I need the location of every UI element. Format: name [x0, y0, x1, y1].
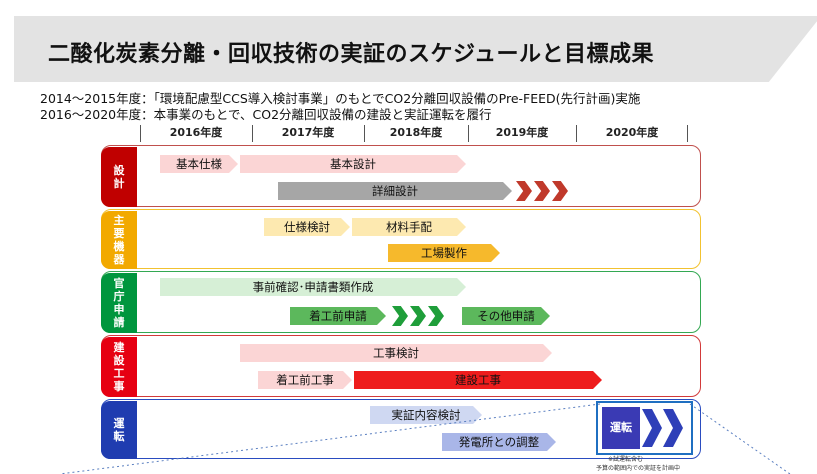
bar-factory-fabrication: 工場製作 — [388, 244, 500, 262]
title-band — [14, 16, 817, 82]
bar-material-order: 材料手配 — [352, 218, 466, 236]
trial-run-note: ※試運転含む — [608, 456, 644, 463]
row-label-construction: 建設工事 — [101, 336, 137, 397]
chevrons-permits — [392, 306, 446, 326]
year-header: 2016年度 2017年度 2018年度 2019年度 2020年度 — [140, 124, 688, 144]
page-title: 二酸化炭素分離・回収技術の実証のスケジュールと目標成果 — [48, 42, 654, 67]
year-2020: 2020年度 — [605, 126, 659, 139]
row-label-permits: 官庁申請 — [101, 272, 137, 333]
bar-other-applications: その他申請 — [462, 307, 550, 325]
description-line-1: 2014～2015年度：「環境配慮型CCS導入検討事業」のもとでCO2分離回収設… — [40, 91, 641, 106]
year-divider — [252, 125, 253, 142]
chevron-icon — [392, 306, 408, 326]
bar-demonstration-study: 実証内容検討 — [370, 406, 482, 424]
year-divider — [140, 125, 141, 142]
bar-construction-work: 建設工事 — [354, 371, 602, 389]
bar-basic-spec: 基本仕様 — [160, 155, 238, 173]
year-2018: 2018年度 — [389, 126, 443, 139]
row-label-equipment: 主要機器 — [101, 210, 137, 269]
bar-pre-construction-application: 着工前申請 — [290, 307, 386, 325]
row-label-design: 設計 — [101, 146, 137, 207]
year-divider — [364, 125, 365, 142]
bar-detail-design: 詳細設計 — [278, 182, 512, 200]
year-divider — [687, 125, 688, 142]
bar-prior-confirmation: 事前確認･申請書類作成 — [160, 278, 466, 296]
year-divider — [468, 125, 469, 142]
chevron-icon — [428, 306, 444, 326]
year-2017: 2017年度 — [281, 126, 335, 139]
chevrons-design — [516, 181, 570, 201]
operation-highlight-box: 運転 — [596, 401, 693, 455]
chevron-icon — [663, 409, 683, 447]
chevrons-operation — [642, 409, 684, 447]
chevron-icon — [552, 181, 568, 201]
bar-construction-study: 工事検討 — [240, 344, 552, 362]
budget-note: 予算の範囲内での実証を計画中 — [596, 465, 681, 472]
bar-power-plant-coordination: 発電所との調整 — [442, 433, 556, 451]
bar-spec-study: 仕様検討 — [264, 218, 350, 236]
operation-label: 運転 — [602, 407, 640, 449]
year-divider — [576, 125, 577, 142]
bar-pre-construction-work: 着工前工事 — [258, 371, 352, 389]
bar-basic-design: 基本設計 — [240, 155, 466, 173]
year-2019: 2019年度 — [495, 126, 549, 139]
description-line-2: 2016～2020年度：本事業のもとで、CO2分離回収設備の建設と実証運転を履行 — [40, 107, 492, 122]
chevron-icon — [642, 409, 662, 447]
chevron-icon — [516, 181, 532, 201]
row-label-operation: 運転 — [101, 400, 137, 459]
year-2016: 2016年度 — [169, 126, 223, 139]
chevron-icon — [534, 181, 550, 201]
chevron-icon — [410, 306, 426, 326]
